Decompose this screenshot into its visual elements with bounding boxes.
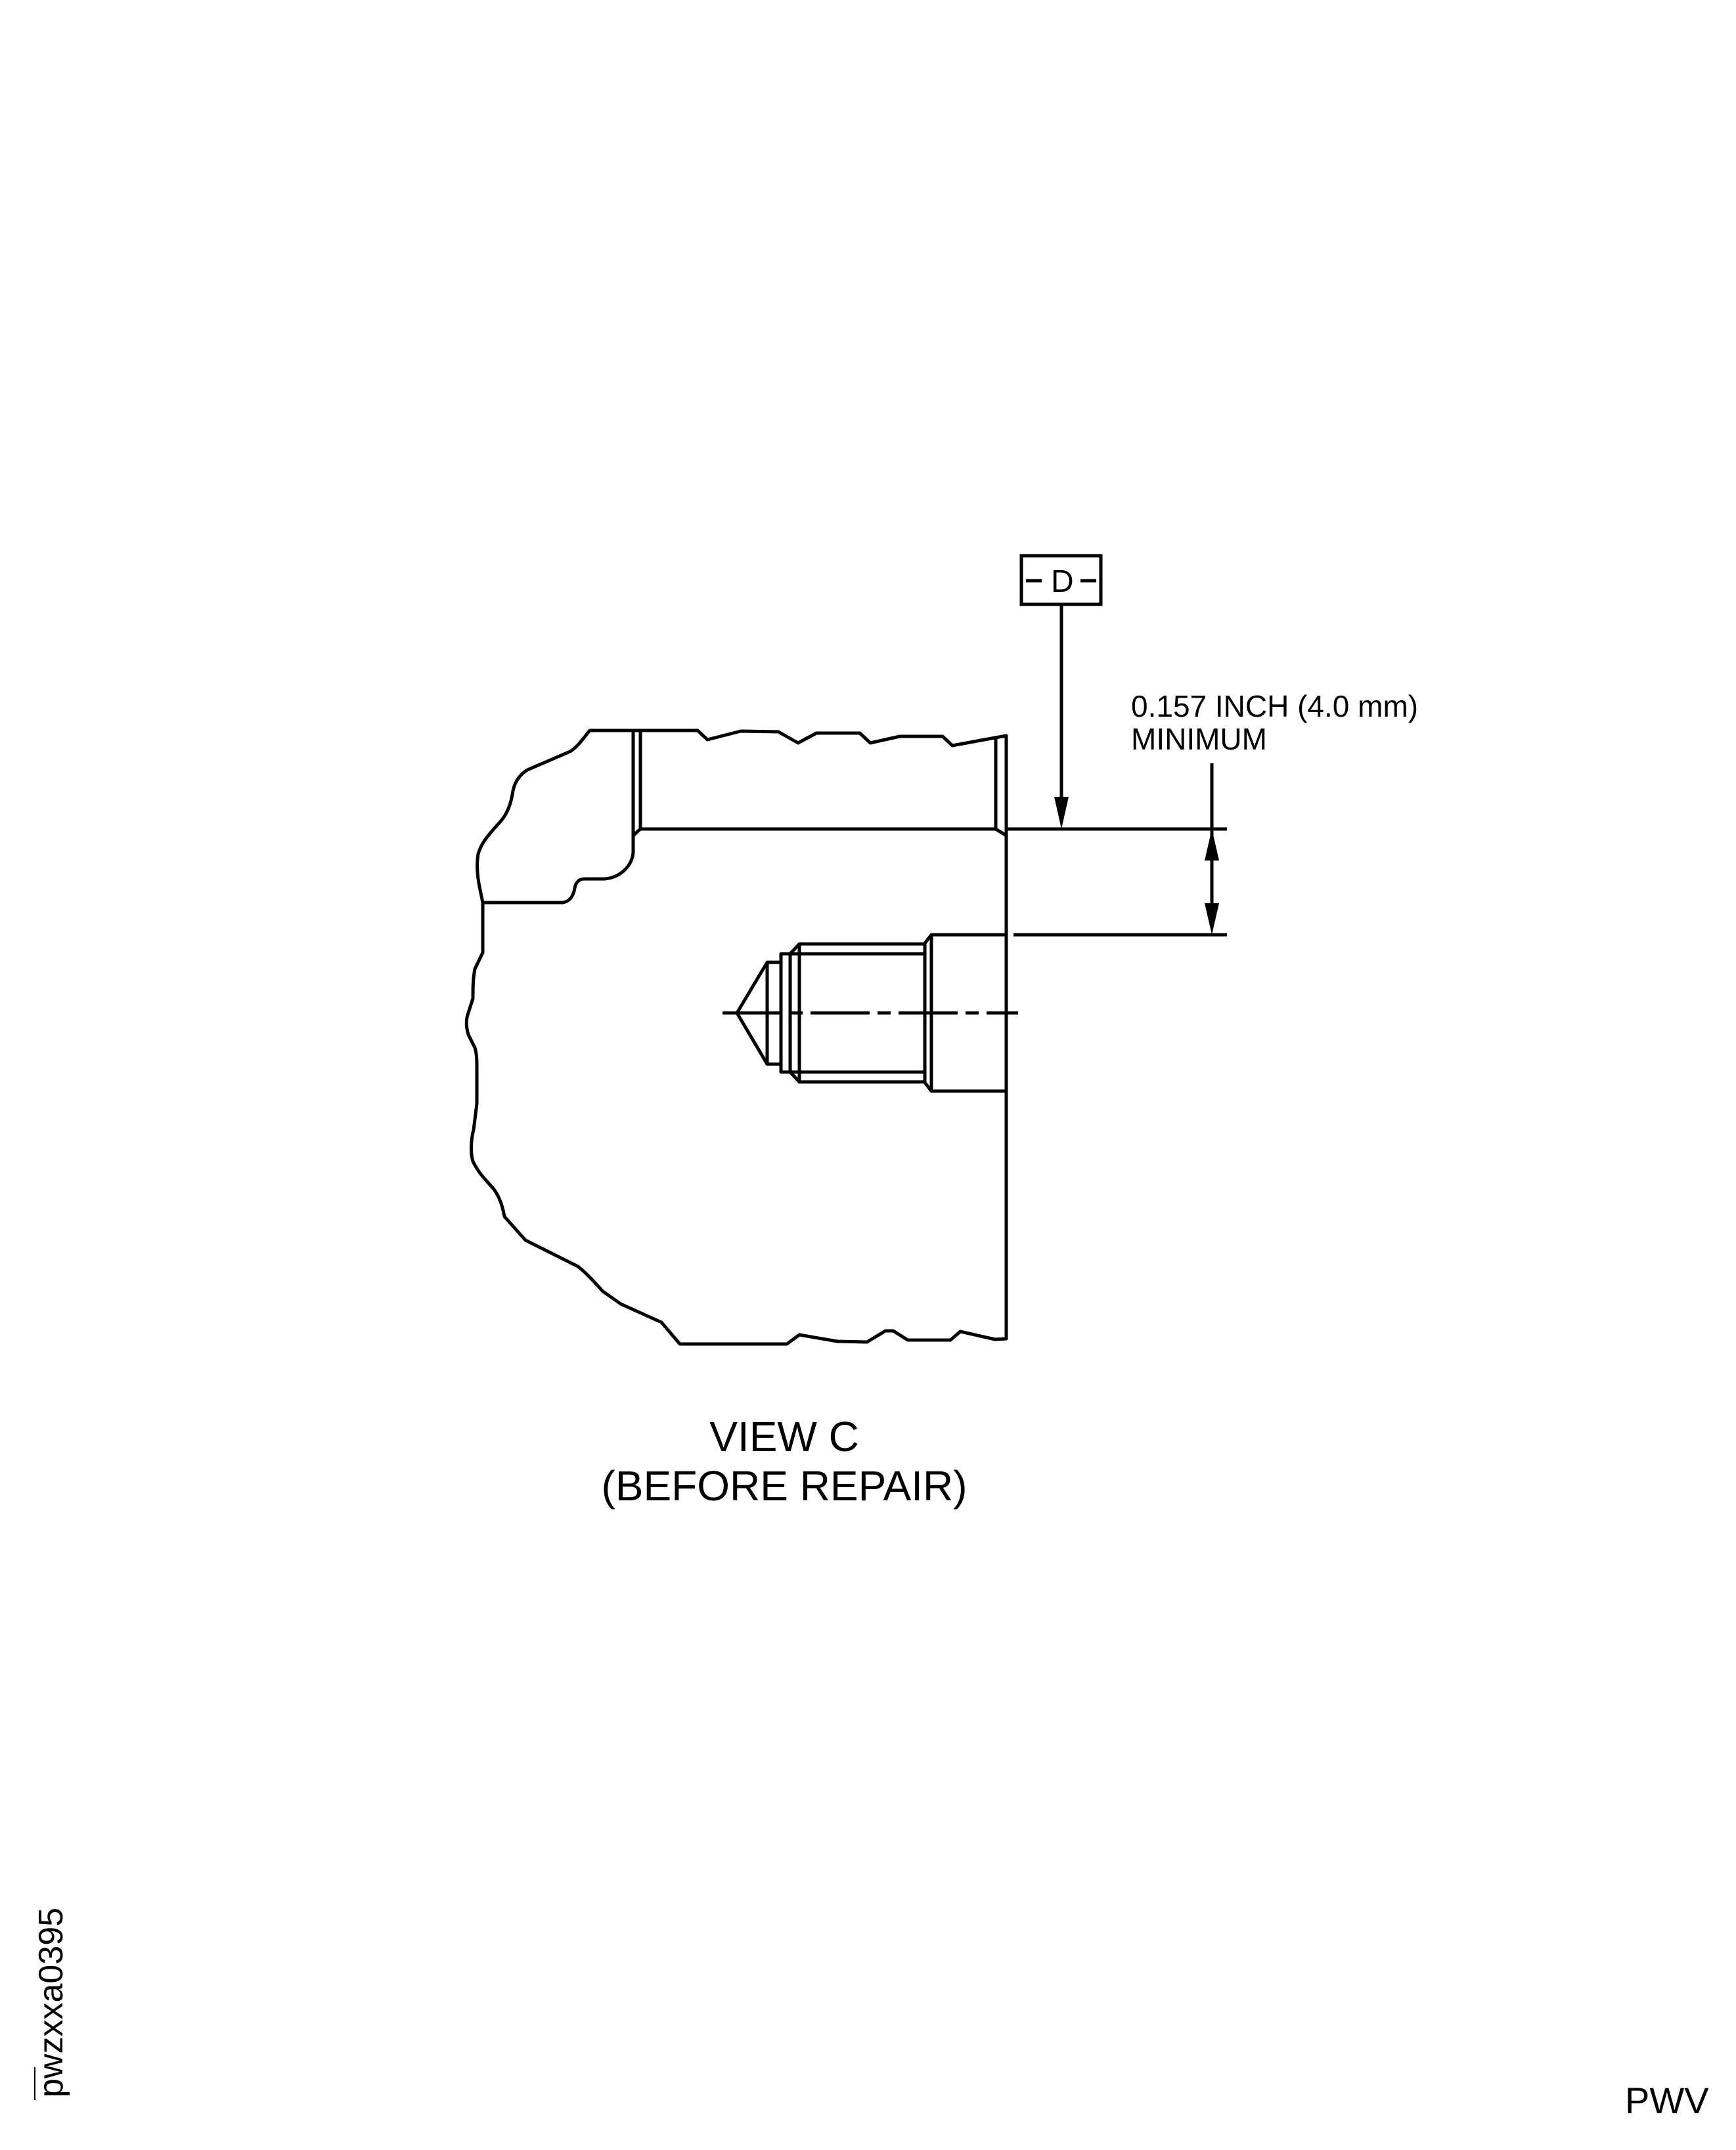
datum-letter: D <box>1051 564 1074 599</box>
dimension-arrow-up <box>1205 829 1219 861</box>
dimension-callout: 0.157 INCH (4.0 mm) MINIMUM <box>1131 690 1418 755</box>
figure-id: pwzxxa0395 <box>32 1907 70 2097</box>
datum-symbol-box <box>1019 554 1103 606</box>
dimension-value: 0.157 INCH (4.0 mm) <box>1131 689 1419 723</box>
dimension-arrow-down <box>1205 903 1219 935</box>
view-caption: VIEW C (BEFORE REPAIR) <box>0 1412 1569 1511</box>
view-subtitle: (BEFORE REPAIR) <box>601 1462 968 1510</box>
part-outline <box>464 728 1008 1346</box>
dimension-qualifier: MINIMUM <box>1131 722 1267 756</box>
corner-code: PWV <box>1625 2080 1709 2121</box>
datum-arrowhead <box>1054 797 1069 829</box>
view-title: VIEW C <box>709 1413 859 1460</box>
pocket-contour <box>483 827 1008 905</box>
